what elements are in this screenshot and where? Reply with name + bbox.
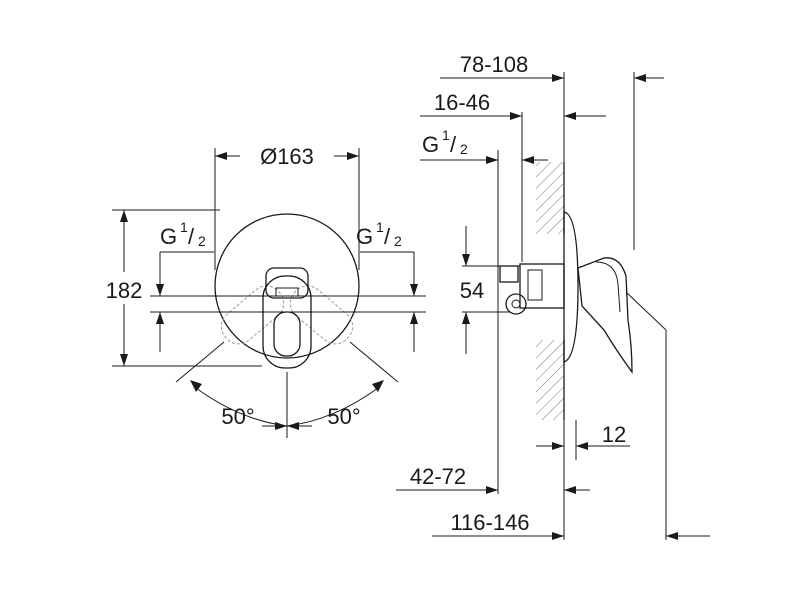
svg-text:G: G bbox=[356, 224, 373, 249]
dim-total-label: 78-108 bbox=[460, 52, 529, 77]
angle-right-label: 50° bbox=[327, 404, 360, 429]
svg-text:1: 1 bbox=[376, 219, 384, 235]
wall-lower bbox=[536, 340, 564, 420]
svg-text:G: G bbox=[160, 224, 177, 249]
lever-handle-inner bbox=[273, 311, 301, 357]
thread-label-left: G 1 / 2 bbox=[160, 219, 206, 249]
dim-install-max-label: 116-146 bbox=[450, 510, 529, 535]
lever-profile bbox=[577, 257, 633, 374]
pipe-connector bbox=[505, 293, 527, 315]
svg-text:2: 2 bbox=[198, 233, 206, 249]
side-view: 54 78-108 16-46 G 1 / 2 12 bbox=[396, 52, 710, 540]
svg-text:G: G bbox=[422, 132, 439, 157]
thread-label-side: G 1 / 2 bbox=[422, 127, 468, 157]
height-label: 182 bbox=[106, 278, 143, 303]
thread-label-right: G 1 / 2 bbox=[356, 219, 402, 249]
rosette-circle bbox=[214, 213, 360, 359]
dim-install-min-label: 42-72 bbox=[410, 464, 466, 489]
wall-upper bbox=[536, 162, 564, 234]
dim-rosette-label: 12 bbox=[602, 422, 626, 447]
diameter-label: Ø163 bbox=[260, 144, 314, 169]
lever-top bbox=[265, 267, 309, 299]
svg-text:/: / bbox=[384, 224, 391, 249]
front-view: Ø163 182 G 1 / 2 G 1 / 2 bbox=[106, 144, 426, 438]
lever-handle bbox=[262, 275, 312, 369]
dim-body-label: 16-46 bbox=[434, 90, 490, 115]
svg-text:/: / bbox=[188, 224, 195, 249]
pipe-spacing-label: 54 bbox=[460, 278, 484, 303]
svg-text:1: 1 bbox=[180, 219, 188, 235]
valve-body bbox=[519, 263, 565, 309]
svg-text:/: / bbox=[450, 132, 457, 157]
svg-text:2: 2 bbox=[394, 233, 402, 249]
angle-left-label: 50° bbox=[221, 404, 254, 429]
rosette-profile bbox=[563, 211, 579, 363]
svg-text:1: 1 bbox=[442, 127, 450, 143]
svg-text:2: 2 bbox=[460, 141, 468, 157]
